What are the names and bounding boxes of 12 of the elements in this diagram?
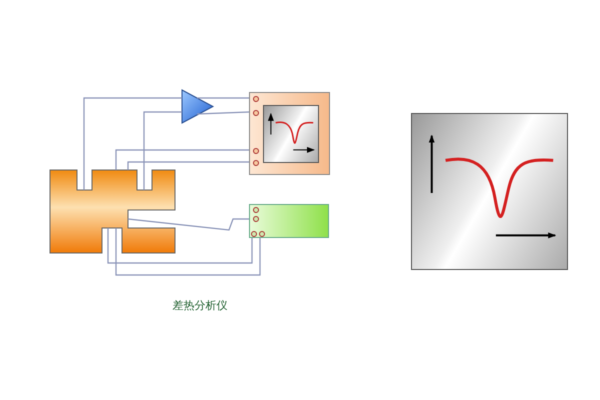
wire [107,228,253,264]
wire [83,97,182,190]
wire [115,228,261,276]
wire [115,149,249,170]
caption: 差热分析仪 [172,298,228,313]
wire [196,111,250,115]
wire [143,111,182,190]
controller-box [249,204,329,238]
wire [197,97,249,99]
wire [127,161,249,170]
wire [127,218,249,231]
recorder-box [249,92,330,175]
